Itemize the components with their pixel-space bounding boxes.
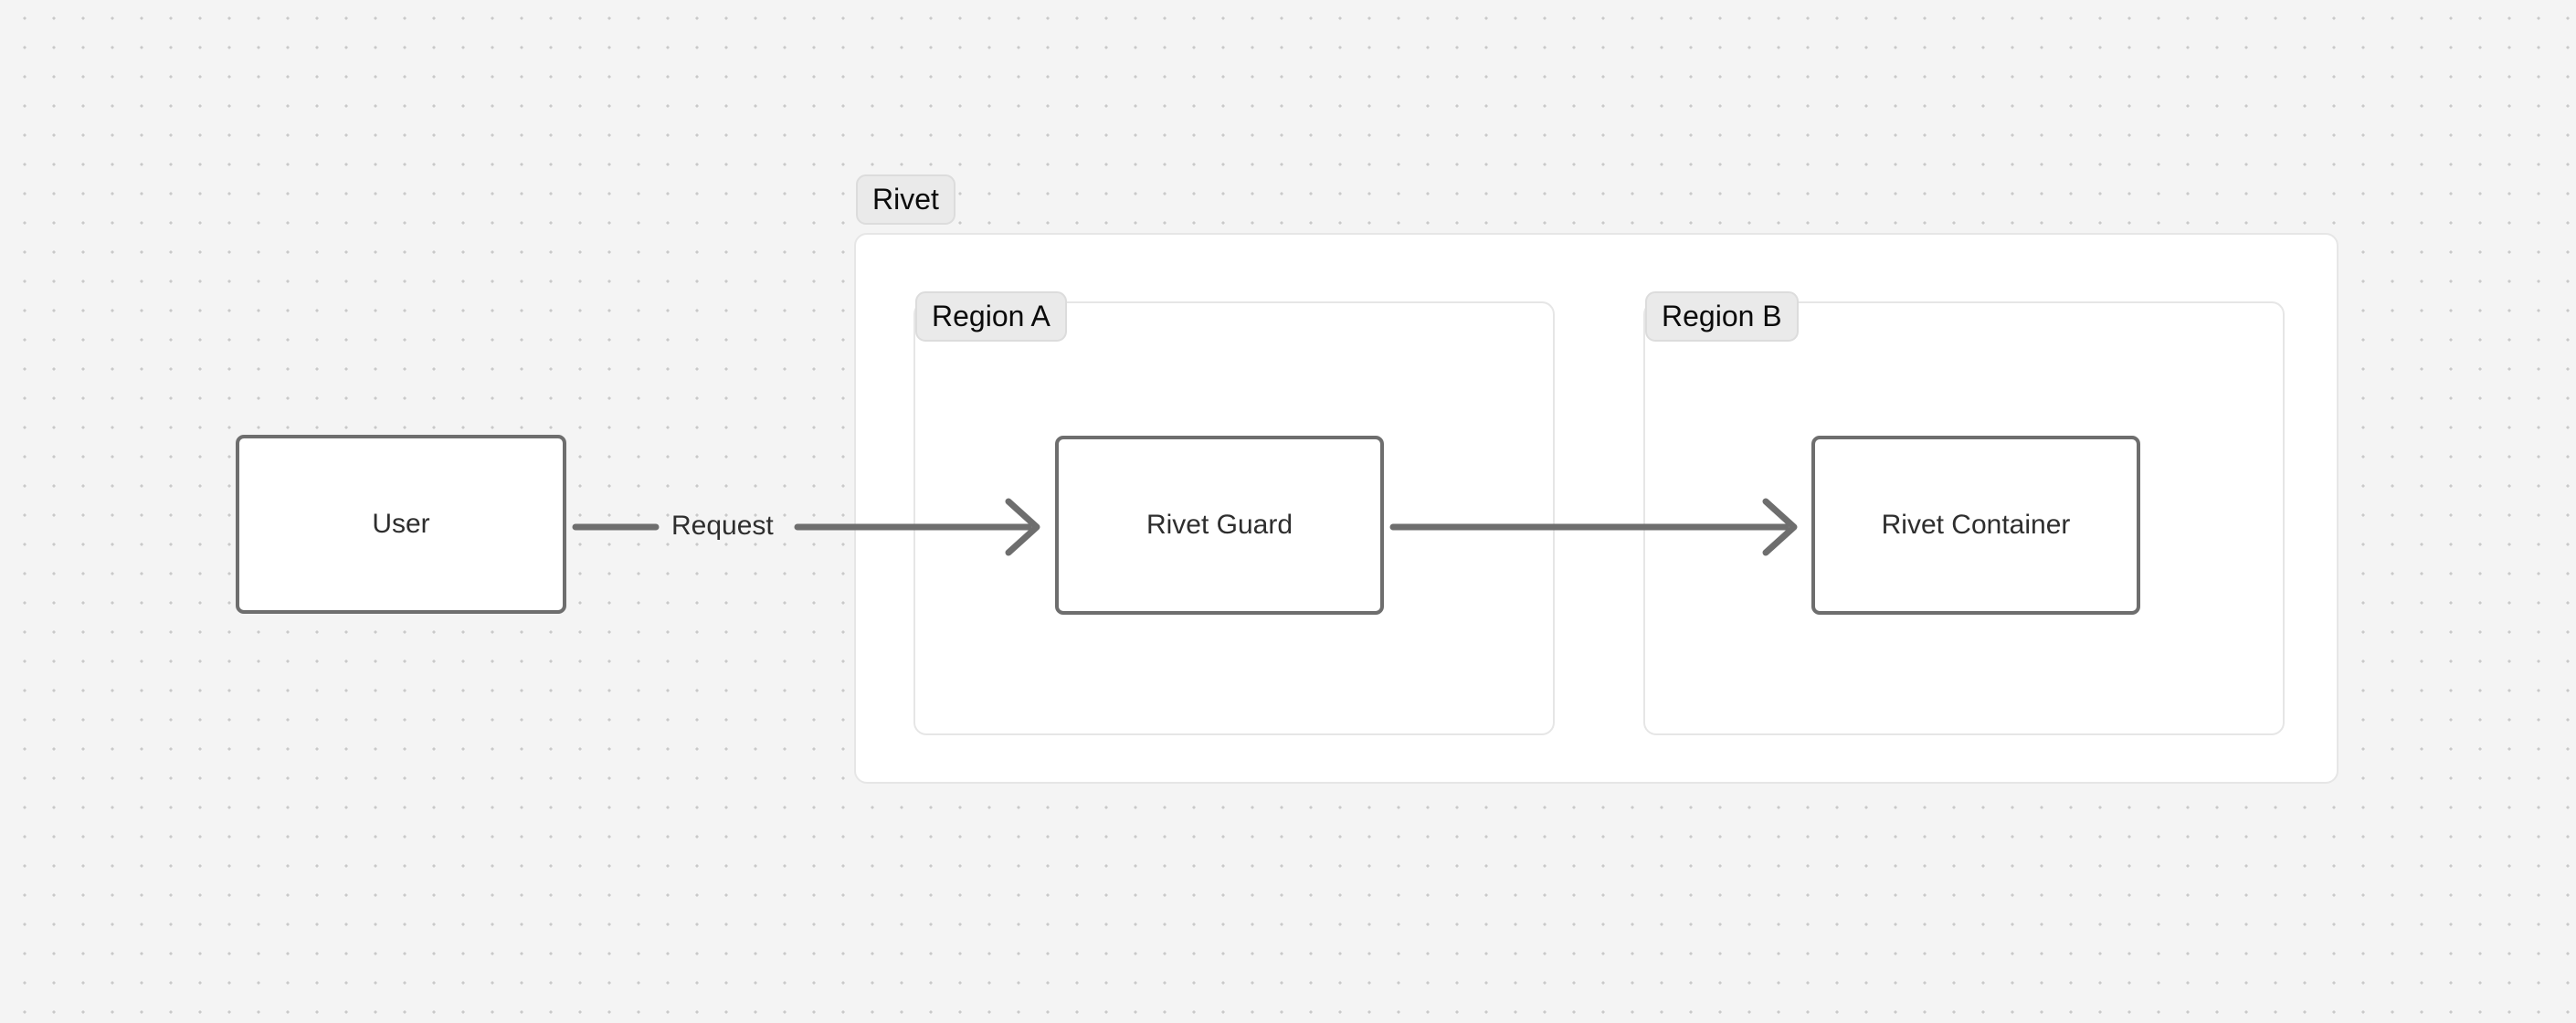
- node-rivet-guard[interactable]: Rivet Guard: [1055, 436, 1384, 615]
- node-user-label: User: [372, 509, 430, 539]
- node-rivet-container-label: Rivet Container: [1881, 510, 2071, 540]
- node-rivet-guard-label: Rivet Guard: [1145, 510, 1293, 540]
- node-rivet-container[interactable]: Rivet Container: [1811, 436, 2140, 615]
- group-rivet-label: Rivet: [856, 174, 955, 225]
- edge-label-request: Request: [671, 511, 774, 541]
- group-region-a-label: Region A: [915, 291, 1067, 342]
- group-region-b-label: Region B: [1645, 291, 1799, 342]
- node-user[interactable]: User: [236, 435, 566, 614]
- group-rivet[interactable]: Rivet Region A Region B: [854, 174, 2338, 784]
